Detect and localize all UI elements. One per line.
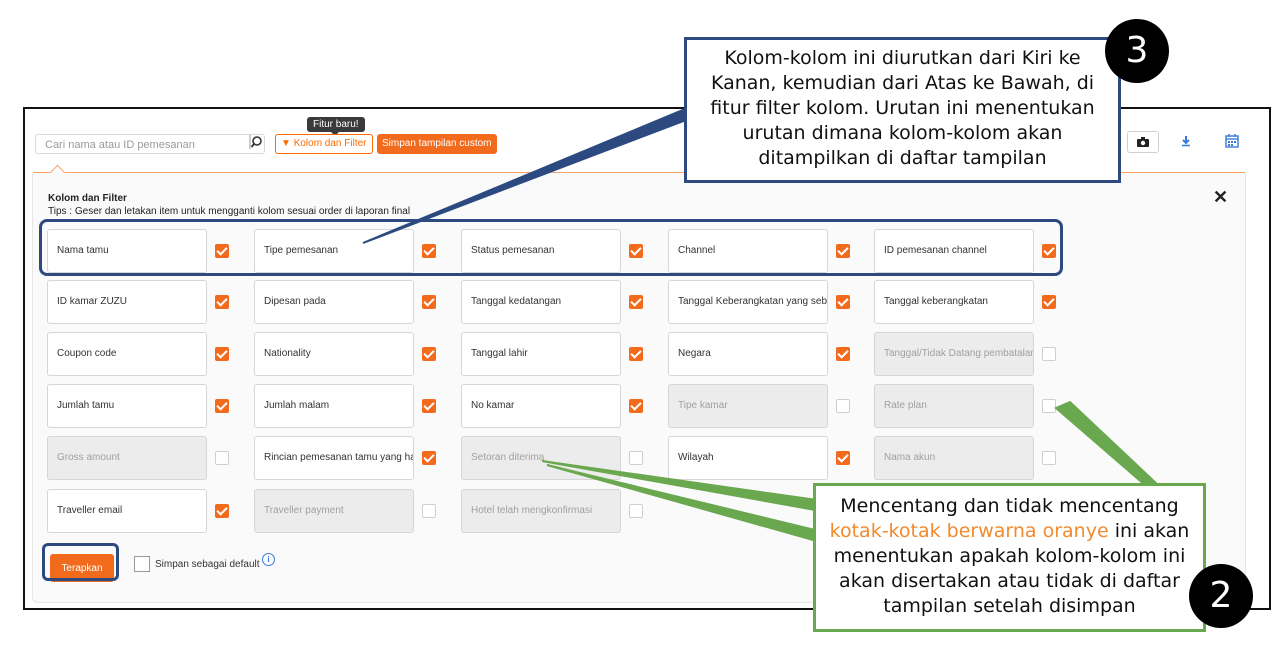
column-field[interactable]: ID pemesanan channel <box>874 229 1034 273</box>
column-field[interactable]: Hotel telah mengkonfirmasi <box>461 489 621 533</box>
camera-icon[interactable] <box>1127 131 1159 153</box>
column-checkbox[interactable] <box>215 451 229 465</box>
column-field[interactable]: Wilayah <box>668 436 828 480</box>
callout-2-line: akan disertakan atau tidak di daftar <box>839 570 1180 592</box>
pointer-3 <box>362 105 696 244</box>
apply-button-highlight <box>42 543 119 581</box>
filter-icon: ▼ <box>281 138 294 149</box>
close-icon[interactable]: ✕ <box>1213 187 1229 207</box>
column-filter-button[interactable]: ▼ Kolom dan Filter <box>275 134 373 154</box>
callout-2: Mencentang dan tidak mencentang kotak-ko… <box>813 483 1206 632</box>
column-field[interactable]: Traveller payment <box>254 489 414 533</box>
column-field[interactable]: ID kamar ZUZU <box>47 280 207 324</box>
pointer-2c <box>1054 400 1161 486</box>
callout-2-line: tampilan setelah disimpan <box>883 595 1136 617</box>
column-field[interactable]: Tanggal kedatangan <box>461 280 621 324</box>
column-field[interactable]: Tipe kamar <box>668 384 828 428</box>
column-field[interactable]: Status pemesanan <box>461 229 621 273</box>
column-checkbox[interactable] <box>629 504 643 518</box>
callout-3: Kolom-kolom ini diurutkan dari Kiri ke K… <box>684 37 1121 183</box>
column-checkbox[interactable] <box>215 347 229 361</box>
column-checkbox[interactable] <box>422 451 436 465</box>
column-checkbox[interactable] <box>1042 244 1056 258</box>
callout-2-highlight: kotak-kotak berwarna oranye <box>829 520 1109 542</box>
callout-3-line: fitur filter kolom. Urutan ini menentuka… <box>710 97 1095 119</box>
column-checkbox[interactable] <box>836 244 850 258</box>
divider <box>33 172 1245 173</box>
callout-3-line: ditampilkan di daftar tampilan <box>758 147 1047 169</box>
column-checkbox[interactable] <box>1042 399 1056 413</box>
column-checkbox[interactable] <box>215 295 229 309</box>
search-input[interactable] <box>43 136 247 154</box>
column-checkbox[interactable] <box>629 295 643 309</box>
callout-2-text: ini akan <box>1108 520 1190 542</box>
column-checkbox[interactable] <box>629 244 643 258</box>
callout-3-line: urutan dimana kolom-kolom akan <box>742 122 1063 144</box>
column-field[interactable]: Tanggal/Tidak Datang pembatalan <box>874 332 1034 376</box>
save-custom-view-button[interactable]: Simpan tampilan custom <box>377 134 497 154</box>
callout-2-line: menentukan apakah kolom-kolom ini <box>833 545 1186 567</box>
column-checkbox[interactable] <box>422 347 436 361</box>
column-field[interactable]: Jumlah malam <box>254 384 414 428</box>
search-box <box>35 134 265 154</box>
column-checkbox[interactable] <box>1042 347 1056 361</box>
column-field[interactable]: Negara <box>668 332 828 376</box>
column-checkbox[interactable] <box>215 504 229 518</box>
apply-button[interactable]: Terapkan <box>50 554 114 582</box>
save-default-checkbox[interactable] <box>134 556 150 572</box>
callout-3-line: Kanan, kemudian dari Atas ke Bawah, di <box>710 72 1095 94</box>
column-field[interactable]: Traveller email <box>47 489 207 533</box>
column-checkbox[interactable] <box>1042 295 1056 309</box>
column-checkbox[interactable] <box>629 451 643 465</box>
badge-3: 3 <box>1105 19 1169 83</box>
column-checkbox[interactable] <box>1042 451 1056 465</box>
info-icon[interactable]: i <box>262 553 275 566</box>
column-field[interactable]: Channel <box>668 229 828 273</box>
panel-title: Kolom dan Filter <box>48 193 127 204</box>
badge-2: 2 <box>1189 564 1253 628</box>
app-window: Fitur baru! ▼ Kolom dan Filter Simpan ta… <box>23 107 1271 610</box>
toolbar: Fitur baru! ▼ Kolom dan Filter Simpan ta… <box>25 109 1269 173</box>
column-checkbox[interactable] <box>629 347 643 361</box>
column-filter-label: Kolom dan Filter <box>293 138 367 149</box>
column-checkbox[interactable] <box>836 347 850 361</box>
column-field[interactable]: No kamar <box>461 384 621 428</box>
column-checkbox[interactable] <box>836 451 850 465</box>
column-field[interactable]: Tipe pemesanan <box>254 229 414 273</box>
callout-2-line: Mencentang dan tidak mencentang <box>840 495 1179 517</box>
column-field[interactable]: Setoran diterima <box>461 436 621 480</box>
column-field[interactable]: Coupon code <box>47 332 207 376</box>
column-field[interactable]: Dipesan pada <box>254 280 414 324</box>
column-checkbox[interactable] <box>629 399 643 413</box>
calendar-icon[interactable] <box>1221 131 1243 153</box>
column-field[interactable]: Tanggal Keberangkatan yang sebenarnya <box>668 280 828 324</box>
callout-2-line: kotak-kotak berwarna oranye ini akan <box>816 519 1203 544</box>
column-checkbox[interactable] <box>215 244 229 258</box>
save-default-label: Simpan sebagai default <box>155 559 260 570</box>
column-field[interactable]: Gross amount <box>47 436 207 480</box>
column-field[interactable]: Rincian pemesanan tamu yang hadir <box>254 436 414 480</box>
column-checkbox[interactable] <box>422 399 436 413</box>
column-checkbox[interactable] <box>836 295 850 309</box>
panel-tips: Tips : Geser dan letakan item untuk meng… <box>48 206 411 217</box>
column-field[interactable]: Jumlah tamu <box>47 384 207 428</box>
column-checkbox[interactable] <box>422 244 436 258</box>
search-icon[interactable] <box>249 135 263 149</box>
column-field[interactable]: Tanggal keberangkatan <box>874 280 1034 324</box>
column-field[interactable]: Tanggal lahir <box>461 332 621 376</box>
callout-3-line: Kolom-kolom ini diurutkan dari Kiri ke <box>724 47 1081 69</box>
download-icon[interactable] <box>1175 131 1197 153</box>
column-checkbox[interactable] <box>422 295 436 309</box>
column-field[interactable]: Nama akun <box>874 436 1034 480</box>
column-field[interactable]: Nama tamu <box>47 229 207 273</box>
column-checkbox[interactable] <box>215 399 229 413</box>
first-row-highlight <box>39 219 1063 276</box>
column-checkbox[interactable] <box>836 399 850 413</box>
column-field[interactable]: Rate plan <box>874 384 1034 428</box>
column-checkbox[interactable] <box>422 504 436 518</box>
column-field[interactable]: Nationality <box>254 332 414 376</box>
